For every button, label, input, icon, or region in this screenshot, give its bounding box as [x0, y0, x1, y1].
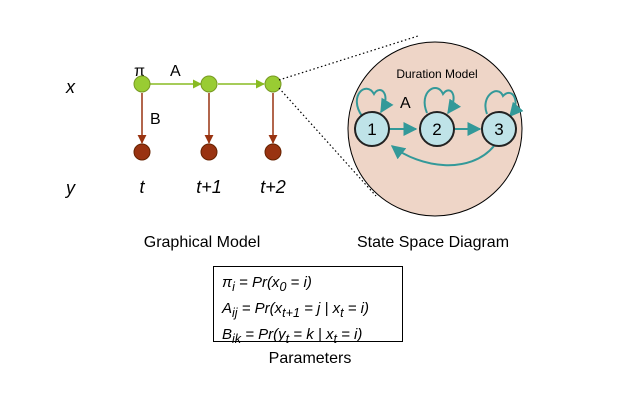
- hidden-node-t1: [200, 75, 218, 93]
- self-loop-1: [355, 87, 394, 117]
- time-label-t2: t+2: [260, 177, 286, 197]
- state-label-1: 1: [367, 120, 376, 139]
- duration-model-title: Duration Model: [396, 67, 477, 81]
- row-label-x: x: [65, 77, 76, 97]
- param-A: Aij = Pr(xt+1 = j | xt = i): [222, 300, 369, 320]
- observed-node-t1: [200, 143, 218, 161]
- parameters-box: πi = Pr(x0 = i) Aij = Pr(xt+1 = j | xt =…: [213, 266, 403, 346]
- state-space-caption: State Space Diagram: [357, 234, 509, 251]
- parameters-caption: Parameters: [268, 350, 352, 367]
- state-node-2: [419, 111, 455, 147]
- observed-node-t: [133, 143, 151, 161]
- time-label-t: t: [139, 177, 145, 197]
- self-loop-2: [423, 87, 461, 115]
- state-node-1: [354, 111, 390, 147]
- emission-label-B: B: [150, 111, 161, 128]
- zoom-line-bottom: [278, 87, 377, 197]
- state-node-3: [481, 111, 517, 147]
- transition-label-A: A: [170, 63, 181, 80]
- param-pi: πi = Pr(x0 = i): [222, 274, 312, 294]
- state-label-3: 3: [494, 120, 503, 139]
- observed-node-t2: [264, 143, 282, 161]
- graphical-model-caption: Graphical Model: [144, 234, 261, 251]
- self-loop-3: [484, 90, 524, 118]
- pi-label: π: [134, 63, 145, 80]
- state-label-2: 2: [432, 120, 441, 139]
- row-label-y: y: [64, 178, 76, 198]
- hidden-node-t: [133, 75, 151, 93]
- zoom-line-top: [278, 35, 419, 81]
- time-label-t1: t+1: [196, 177, 222, 197]
- state-transition-label-A: A: [400, 95, 411, 112]
- hidden-node-t2: [264, 75, 282, 93]
- edge-3-to-1: [390, 145, 495, 167]
- param-B: Bik = Pr(yt = k | xt = i): [222, 326, 363, 346]
